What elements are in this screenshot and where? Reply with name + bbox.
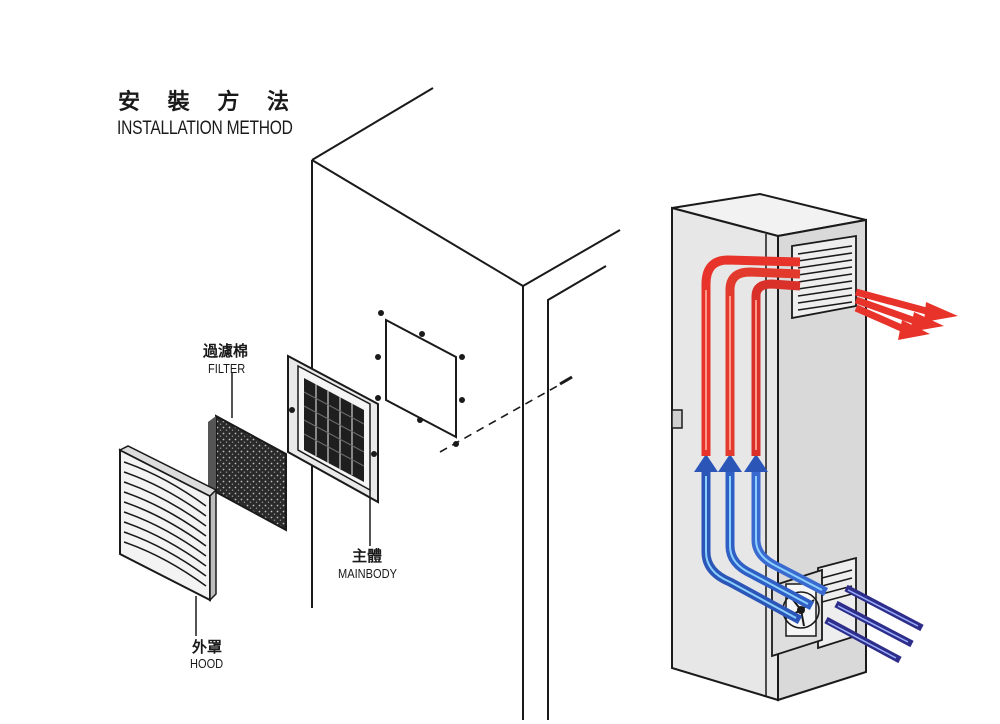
hood-label-cn: 外罩 (192, 638, 223, 656)
cold-air-flow (694, 454, 829, 624)
exhaust-grille (791, 234, 857, 320)
screw-icon (439, 375, 573, 453)
filter-pad (208, 372, 287, 532)
hood-louver (118, 445, 218, 636)
mainbody-grille (287, 354, 379, 546)
hood-label-en: HOOD (190, 656, 224, 671)
wall-cutout (375, 310, 465, 447)
page-title-cn: 安 裝 方 法 (118, 90, 299, 115)
filter-label-cn: 過濾棉 (203, 342, 249, 360)
mainbody-label-cn: 主體 (352, 547, 383, 565)
page-title-en: INSTALLATION METHOD (117, 118, 293, 139)
hot-air-flow (701, 255, 958, 456)
mainbody-label-en: MAINBODY (338, 566, 397, 581)
intake-air-flow (824, 584, 924, 664)
filter-label-en: FILTER (208, 361, 246, 376)
